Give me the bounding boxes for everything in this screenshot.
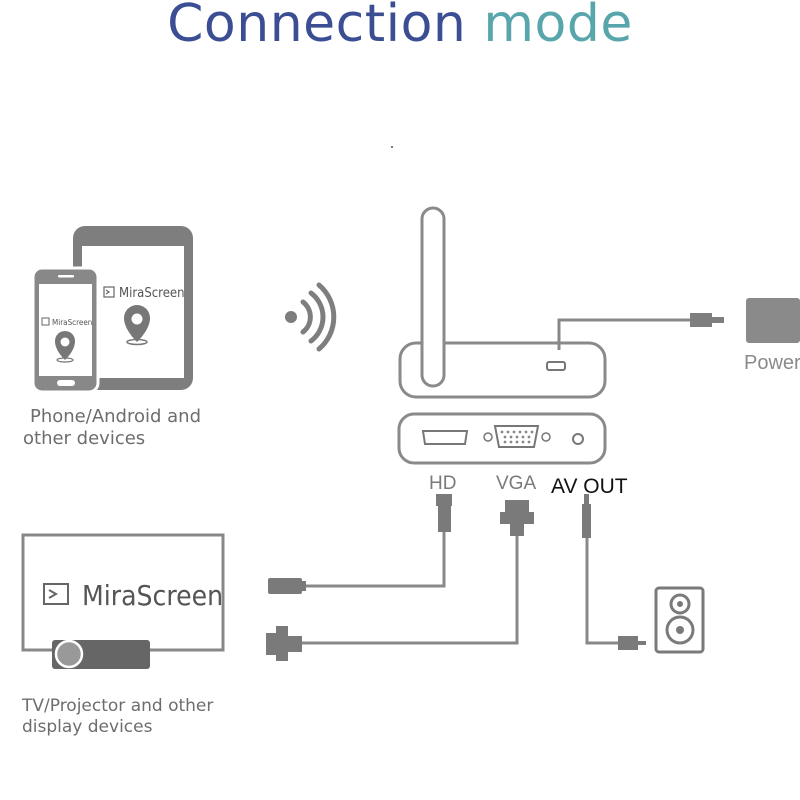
location-pin-icon — [124, 305, 150, 346]
port-label-vga: VGA — [496, 473, 537, 494]
projector-icon — [52, 639, 150, 669]
cast-icon — [43, 583, 69, 605]
vga-cable — [266, 500, 534, 661]
cast-icon — [103, 286, 115, 298]
page-title: Connection mode — [0, 0, 800, 54]
stray-dot — [391, 146, 393, 148]
title-word-connection: Connection — [167, 0, 467, 54]
wifi-signal-icon — [285, 282, 337, 352]
phone-device: MiraScreen — [31, 266, 100, 394]
power-cable — [557, 313, 724, 350]
power-label: Power — [744, 352, 800, 374]
port-label-av-out: AV OUT — [551, 475, 628, 498]
port-label-hd: HD — [429, 473, 457, 494]
tablet-screen-app-name: MiraScreen — [119, 286, 185, 301]
display-label-line2: display devices — [22, 717, 153, 737]
speaker-icon — [654, 586, 705, 654]
power-adapter-icon — [746, 298, 800, 343]
tv-display: MiraScreen — [21, 533, 225, 652]
display-label-line1: TV/Projector and other — [22, 696, 214, 716]
receiver-dongle — [397, 206, 607, 465]
location-pin-icon — [55, 331, 75, 363]
hdmi-cable — [268, 494, 452, 594]
cast-icon — [41, 317, 50, 326]
title-word-mode: mode — [483, 0, 633, 54]
mobile-label-line2: other devices — [23, 428, 146, 449]
av-cable — [582, 494, 646, 650]
tv-screen-app-name: MiraScreen — [82, 579, 223, 612]
phone-screen-app-name: MiraScreen — [52, 318, 92, 327]
mobile-label-line1: Phone/Android and — [30, 406, 201, 427]
